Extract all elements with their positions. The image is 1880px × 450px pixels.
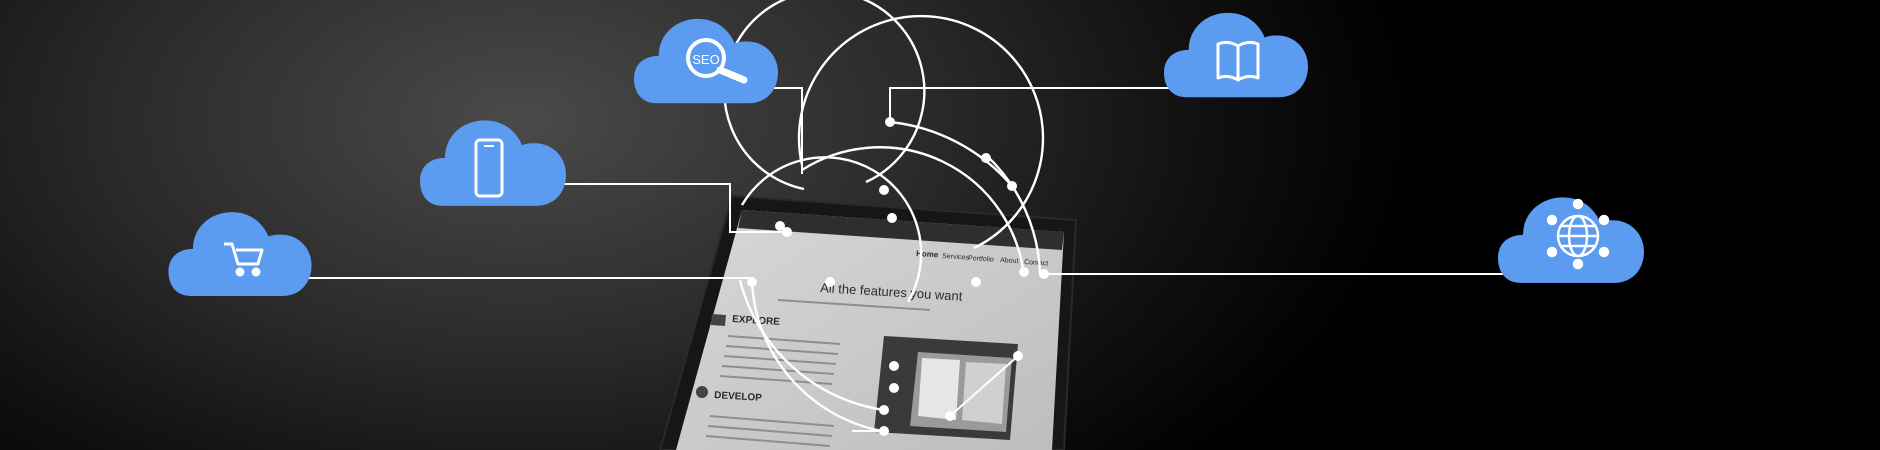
dot bbox=[1013, 351, 1023, 361]
nav-item: Home bbox=[916, 249, 939, 259]
dot bbox=[879, 426, 889, 436]
nav-item: Services bbox=[942, 253, 970, 262]
cloud-seo: SEO bbox=[634, 18, 778, 104]
laptop: Home Services Portfolio About Contact Al… bbox=[658, 194, 1078, 450]
dot bbox=[889, 383, 899, 393]
screen-section-title: DEVELOP bbox=[714, 390, 763, 404]
line-mobile bbox=[498, 183, 787, 233]
nav-item: About bbox=[1000, 257, 1019, 265]
dot bbox=[879, 185, 889, 195]
dot bbox=[747, 277, 757, 287]
dot bbox=[825, 277, 835, 287]
cloud-mobile bbox=[420, 120, 566, 206]
concentric-rings bbox=[723, 0, 1045, 433]
ring-4 bbox=[801, 146, 1026, 277]
nav-item: Portfolio bbox=[968, 255, 994, 264]
ring-5 bbox=[889, 120, 1013, 187]
dot bbox=[782, 227, 792, 237]
ring-lower-left bbox=[750, 281, 883, 433]
ring-outer-right bbox=[985, 154, 1042, 275]
seo-label: SEO bbox=[692, 52, 719, 67]
screen-develop-icon bbox=[696, 386, 708, 398]
connector-lines bbox=[253, 87, 1576, 432]
screen-folder-icon bbox=[711, 314, 726, 326]
dot bbox=[885, 117, 895, 127]
ring-3 bbox=[797, 14, 1045, 250]
line-book bbox=[889, 87, 1240, 122]
dot bbox=[775, 221, 785, 231]
dot bbox=[981, 153, 991, 163]
ring-inner bbox=[740, 156, 923, 303]
line-lower-2 bbox=[949, 355, 1019, 417]
dot bbox=[887, 213, 897, 223]
screen-nav: Home Services Portfolio About Contact bbox=[916, 249, 1049, 267]
dot bbox=[1039, 269, 1049, 279]
cloud-book bbox=[1164, 12, 1308, 98]
ring-lower-mid bbox=[738, 279, 885, 412]
dot bbox=[1007, 181, 1017, 191]
dot bbox=[889, 361, 899, 371]
cloud-shopping-cart bbox=[168, 212, 312, 296]
nav-item: Contact bbox=[1024, 259, 1049, 267]
smartphone-icon bbox=[474, 138, 504, 198]
screen-body-lines bbox=[705, 299, 931, 447]
dot bbox=[945, 411, 955, 421]
shopping-cart-icon bbox=[224, 242, 264, 277]
ring-2 bbox=[723, 0, 926, 191]
open-book-icon bbox=[1216, 40, 1260, 82]
screen-header-bar bbox=[738, 210, 1064, 250]
dot bbox=[971, 277, 981, 287]
dot bbox=[879, 405, 889, 415]
dot bbox=[1019, 267, 1029, 277]
seo-magnifier-icon: SEO bbox=[686, 38, 748, 84]
cloud-globe bbox=[1498, 197, 1644, 283]
globe-network-icon bbox=[1546, 198, 1610, 270]
